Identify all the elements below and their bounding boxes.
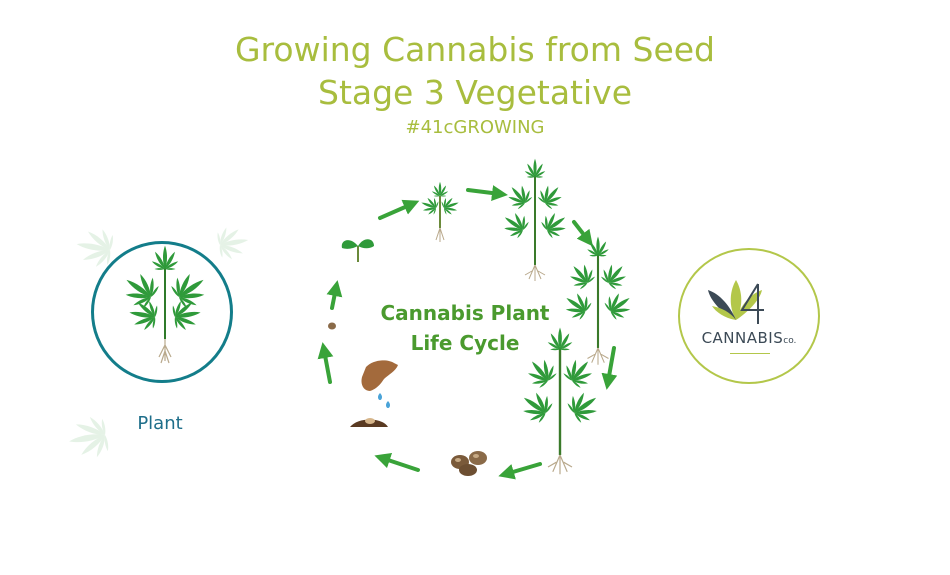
- cannabis-plant-icon: [94, 244, 236, 364]
- title-line-1: Growing Cannabis from Seed: [234, 30, 715, 69]
- cycle-arrow: [378, 199, 420, 220]
- cycle-arrow: [326, 280, 343, 310]
- hashtag: #41cGROWING: [405, 117, 545, 138]
- life-cycle-diagram: [317, 170, 640, 480]
- cycle-label-line-1: Cannabis Plant: [380, 301, 550, 325]
- vegetative-plant-icon: [497, 159, 572, 281]
- cycle-arrow: [374, 452, 420, 472]
- logo-suffix: co.: [783, 336, 797, 346]
- cycle-arrow: [601, 346, 618, 390]
- logo-underline: [730, 353, 770, 354]
- cycle-label-line-2: Life Cycle: [410, 331, 520, 355]
- plant-badge: [91, 241, 233, 383]
- cycle-arrow: [466, 185, 508, 201]
- seeds-icon: [451, 451, 487, 476]
- leaf-4-icon: [708, 280, 764, 324]
- logo-badge: CANNABISco.: [678, 248, 820, 384]
- young-plant-icon: [418, 182, 462, 242]
- logo-wordmark: CANNABISco.: [680, 329, 818, 347]
- planting-hand-icon: [350, 360, 398, 427]
- seed-icon: [328, 322, 336, 330]
- cycle-arrow: [317, 342, 334, 384]
- logo-name: CANNABIS: [701, 329, 784, 347]
- seedling-icon: [341, 239, 374, 262]
- cycle-arrow: [498, 462, 542, 480]
- title-line-2: Stage 3 Vegetative: [318, 73, 632, 112]
- tall-plant-icon: [559, 236, 638, 364]
- plant-caption: Plant: [137, 413, 183, 434]
- cycle-arrow: [572, 220, 593, 247]
